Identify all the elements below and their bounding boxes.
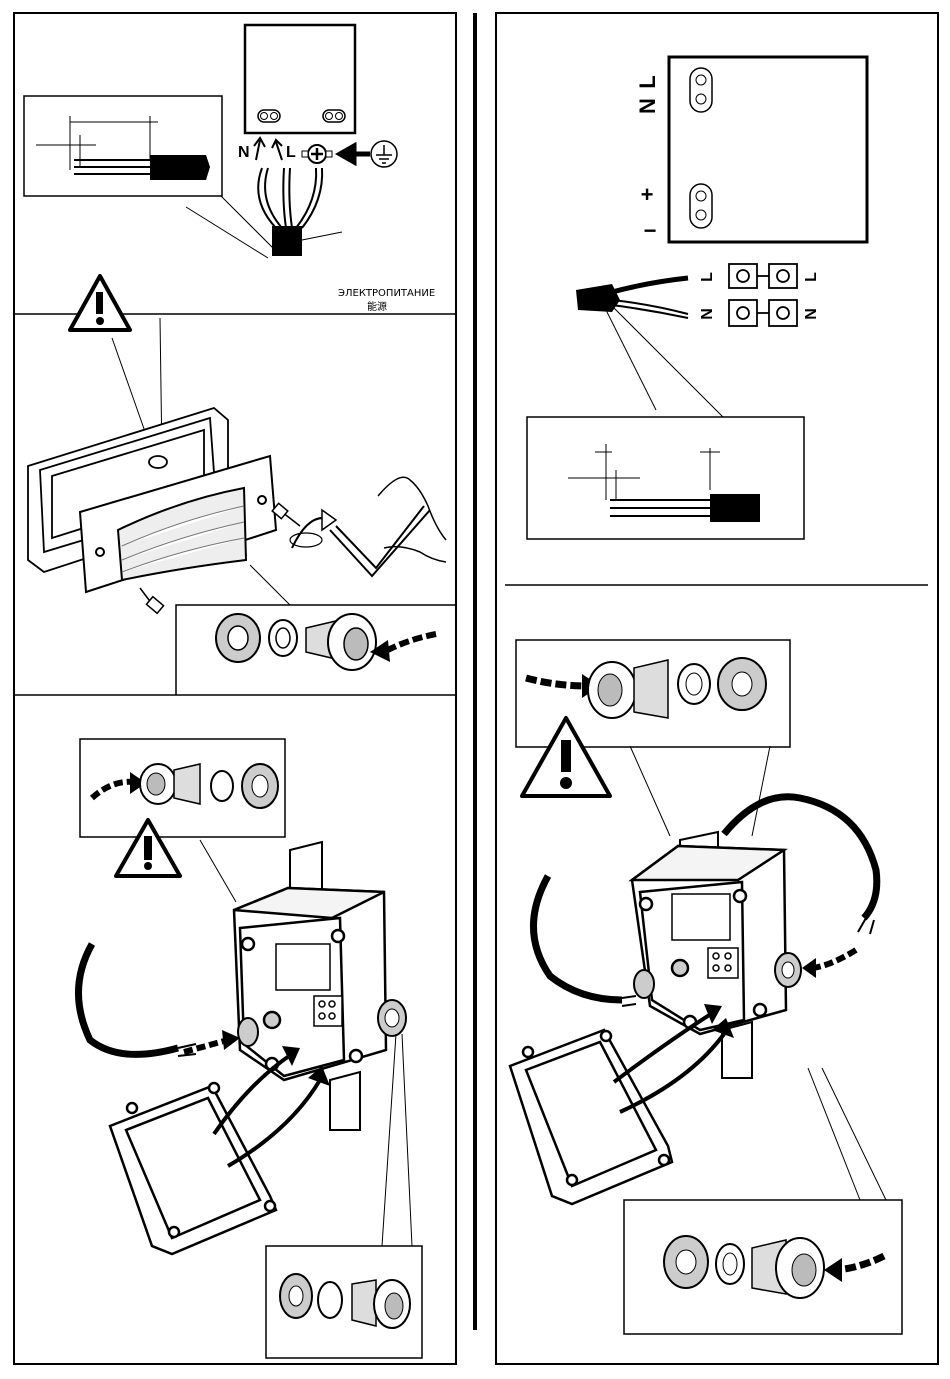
terminal-screw-right: [323, 110, 345, 122]
label-n-rotated: N: [635, 98, 660, 114]
terminal-screw-left: [258, 110, 280, 122]
left-junction-panel: [78, 739, 422, 1358]
conn-label-l-left: L: [699, 272, 716, 282]
junction-cover: [110, 1083, 276, 1254]
earth-terminal-icon: [302, 145, 332, 163]
arrow-n: [254, 138, 265, 160]
label-n: N: [238, 144, 250, 161]
arrow-l: [272, 140, 282, 160]
label-l-rotated: L: [635, 75, 660, 88]
warning-triangle-icon: [70, 276, 130, 330]
junction-box: [234, 888, 386, 1080]
left-mounting-panel: [28, 276, 456, 695]
open-arrow-right: [614, 1012, 714, 1082]
arrow-to-earth: [340, 146, 370, 162]
strip-length-detail: [24, 96, 222, 196]
earth-ground-icon: [371, 141, 397, 167]
cable-right-left: [533, 876, 622, 1000]
conn-label-l-right: L: [803, 272, 820, 282]
connector-block: [729, 264, 797, 326]
power-wires: [258, 168, 322, 228]
gland-detail-box-left-bottom: [80, 739, 285, 837]
insert-arrow: [384, 634, 436, 652]
right-junction-panel: [510, 640, 902, 1334]
gland-detail-box-left-lower: [266, 1246, 422, 1358]
label-l: L: [286, 144, 296, 161]
power-cable: [78, 944, 178, 1054]
right-wiring-panel: L N + − L L N N: [527, 57, 867, 539]
conn-label-n-left: N: [699, 308, 716, 320]
left-wiring-panel: N L: [24, 25, 435, 313]
power-caption-ru: ЭЛЕКТРОПИТАНИЕ: [338, 288, 435, 299]
terminal-block-right: [708, 948, 738, 978]
label-minus: −: [644, 218, 657, 243]
cable-end: [576, 284, 620, 312]
gland-detail-box-right-bottom: [624, 1200, 902, 1334]
cable-gland-icon: [216, 614, 376, 670]
power-caption-cn: 能源: [367, 300, 387, 313]
cable-sheath: [272, 226, 302, 256]
driver-terminal-top: [690, 68, 712, 112]
conn-label-n-right: N: [803, 308, 820, 320]
gland-detail-box: [176, 605, 456, 695]
strip-length-detail-right: [527, 417, 804, 539]
driver-terminal-bottom: [690, 184, 712, 228]
hex-key-icon: [330, 506, 430, 576]
insert-arrow-right: [812, 950, 856, 968]
detail-leader-1: [186, 207, 268, 258]
terminal-block: [314, 996, 342, 1026]
label-plus: +: [641, 182, 654, 207]
cable-leader: [302, 232, 342, 240]
hand-outline: [378, 477, 446, 562]
